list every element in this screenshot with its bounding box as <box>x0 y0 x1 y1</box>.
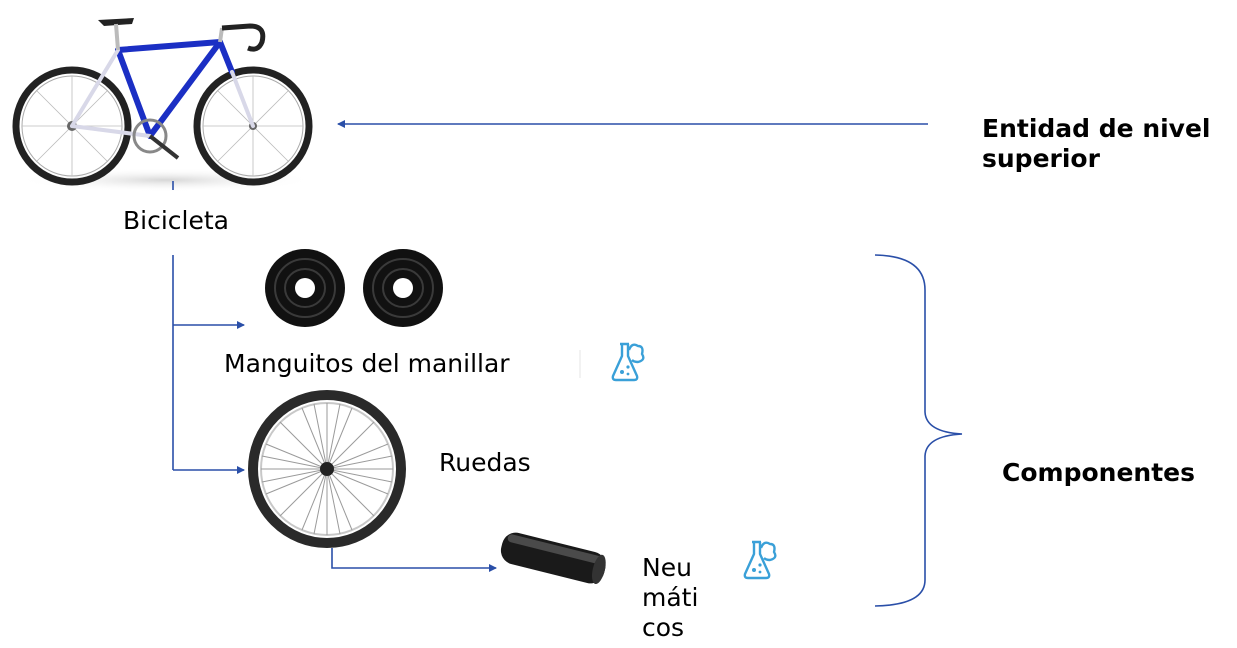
tires-label-line-2: máti <box>642 583 699 612</box>
top-level-entity-line-1: Entidad de nivel <box>982 114 1211 143</box>
handlebar-grips-label: Manguitos del manillar <box>224 349 510 378</box>
components-label: Componentes <box>1002 458 1195 487</box>
tires-label-line-1: Neu <box>642 553 692 582</box>
top-level-entity-label: Entidad de nivel superior <box>982 114 1211 174</box>
chemistry-flask-icon <box>743 540 777 580</box>
wheel-icon <box>248 390 406 548</box>
tires-label: Neu máti cos <box>642 553 702 643</box>
bicycle-label: Bicicleta <box>123 206 229 235</box>
chemistry-flask-icon <box>611 342 645 382</box>
top-level-entity-line-2: superior <box>982 144 1100 173</box>
handlebar-grip-rolls-icon <box>265 249 443 327</box>
tires-arrow <box>331 548 497 572</box>
wheels-label: Ruedas <box>439 448 531 477</box>
tires-label-line-3: cos <box>642 613 685 642</box>
components-brace <box>874 254 963 607</box>
bicycle-icon <box>12 18 316 192</box>
tire-icon <box>500 532 606 585</box>
